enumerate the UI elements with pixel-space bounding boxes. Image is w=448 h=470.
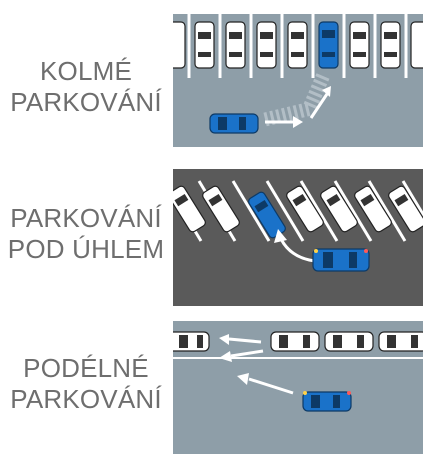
- angled-parking-svg: [173, 163, 423, 306]
- label-line: POD ÚHLEM: [7, 234, 165, 264]
- label-line: PARKOVÁNÍ: [10, 87, 162, 117]
- parallel-parking-svg: [173, 321, 423, 454]
- label-parallel-parking: PODÉLNÉ PARKOVÁNÍ: [0, 353, 172, 415]
- label-line: PARKOVÁNÍ: [10, 203, 162, 233]
- label-perpendicular-parking: KOLMÉ PARKOVÁNÍ: [0, 56, 172, 118]
- label-line: KOLMÉ: [39, 56, 133, 86]
- perpendicular-parking-illustration: [173, 14, 423, 147]
- label-line: PARKOVÁNÍ: [10, 384, 162, 414]
- perpendicular-parking-svg: [173, 14, 423, 147]
- label-line: PODÉLNÉ: [23, 353, 149, 383]
- parallel-parking-illustration: [173, 321, 423, 454]
- angled-parking-illustration: [173, 163, 423, 306]
- label-angled-parking: PARKOVÁNÍ POD ÚHLEM: [0, 203, 172, 265]
